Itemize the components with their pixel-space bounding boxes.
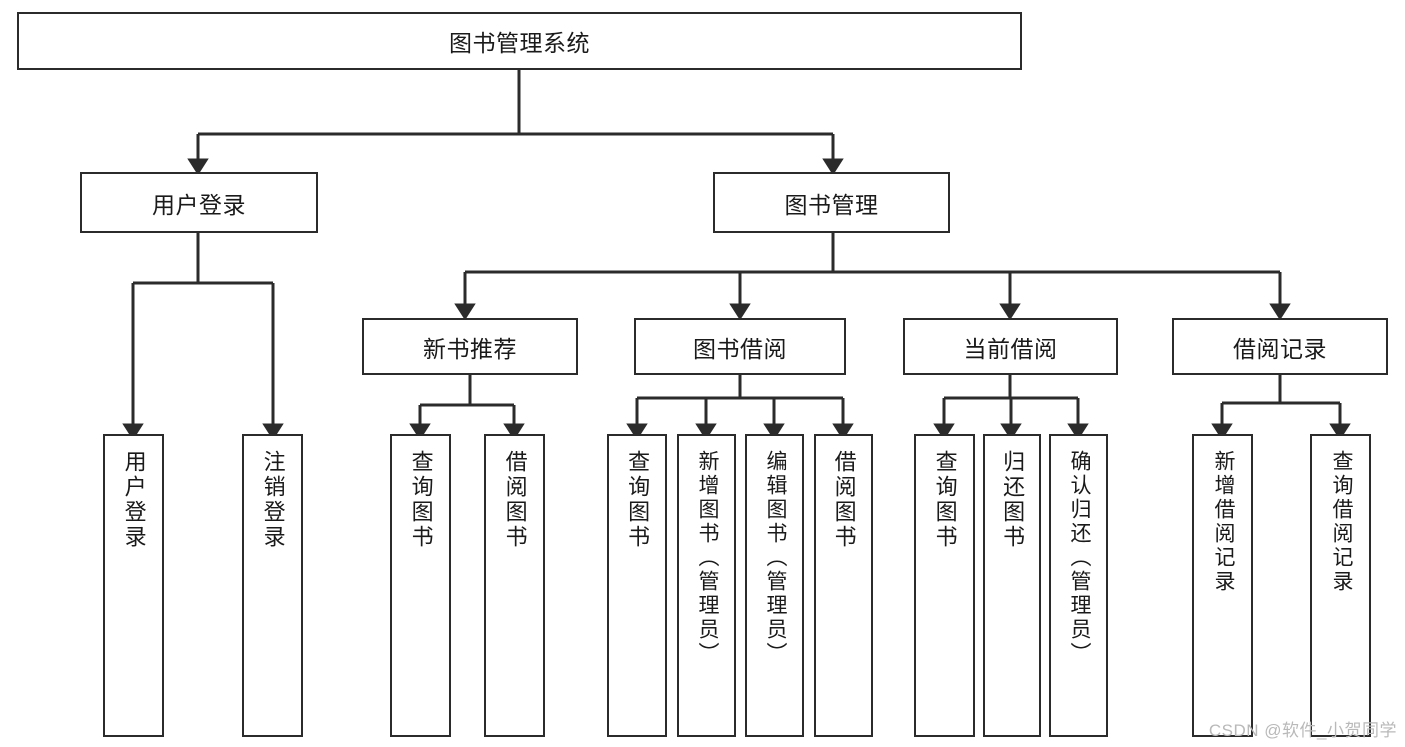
leaf-confirm-return-admin[interactable]: 确认归还（管理员） [1049, 434, 1108, 737]
node-book-borrow[interactable]: 图书借阅 [634, 318, 846, 375]
leaf-logout-login[interactable]: 注销登录 [242, 434, 303, 737]
leaf-label: 确认归还（管理员） [1067, 450, 1091, 666]
leaf-add-book-admin[interactable]: 新增图书（管理员） [677, 434, 736, 737]
leaf-return-book[interactable]: 归还图书 [983, 434, 1041, 737]
leaf-label: 编辑图书（管理员） [763, 450, 787, 666]
leaf-query-book-newbook[interactable]: 查询图书 [390, 434, 451, 737]
node-book-management-system[interactable]: 图书管理系统 [17, 12, 1022, 70]
leaf-label: 用户登录 [121, 450, 147, 550]
leaf-query-book-borrow[interactable]: 查询图书 [607, 434, 667, 737]
leaf-add-borrow-record[interactable]: 新增借阅记录 [1192, 434, 1253, 737]
leaf-label: 注销登录 [260, 450, 286, 550]
leaf-user-login[interactable]: 用户登录 [103, 434, 164, 737]
node-label: 当前借阅 [963, 335, 1058, 362]
node-label: 图书管理系统 [449, 30, 590, 56]
node-label: 新书推荐 [423, 335, 517, 362]
leaf-label: 借阅图书 [502, 450, 528, 550]
leaf-label: 借阅图书 [831, 450, 857, 550]
node-label: 图书借阅 [693, 335, 787, 362]
leaf-label: 查询借阅记录 [1329, 450, 1353, 594]
leaf-borrow-book-borrow[interactable]: 借阅图书 [814, 434, 873, 737]
node-label: 用户登录 [152, 191, 246, 218]
leaf-edit-book-admin[interactable]: 编辑图书（管理员） [745, 434, 804, 737]
leaf-label: 新增借阅记录 [1211, 450, 1235, 594]
csdn-watermark: CSDN @软件_小贺同学 [1208, 721, 1397, 740]
leaf-label: 归还图书 [1000, 450, 1026, 550]
leaf-label: 查询图书 [932, 450, 958, 550]
leaf-label: 新增图书（管理员） [695, 450, 719, 666]
node-user-login[interactable]: 用户登录 [80, 172, 318, 233]
node-label: 借阅记录 [1233, 335, 1327, 362]
leaf-label: 查询图书 [625, 450, 651, 550]
node-label: 图书管理 [784, 191, 879, 218]
leaf-borrow-book-newbook[interactable]: 借阅图书 [484, 434, 545, 737]
node-current-borrow[interactable]: 当前借阅 [903, 318, 1118, 375]
leaf-query-book-current[interactable]: 查询图书 [914, 434, 975, 737]
node-book-management[interactable]: 图书管理 [713, 172, 950, 233]
node-borrow-record[interactable]: 借阅记录 [1172, 318, 1388, 375]
leaf-label: 查询图书 [408, 450, 434, 550]
node-new-book-recommend[interactable]: 新书推荐 [362, 318, 578, 375]
leaf-query-borrow-record[interactable]: 查询借阅记录 [1310, 434, 1371, 737]
